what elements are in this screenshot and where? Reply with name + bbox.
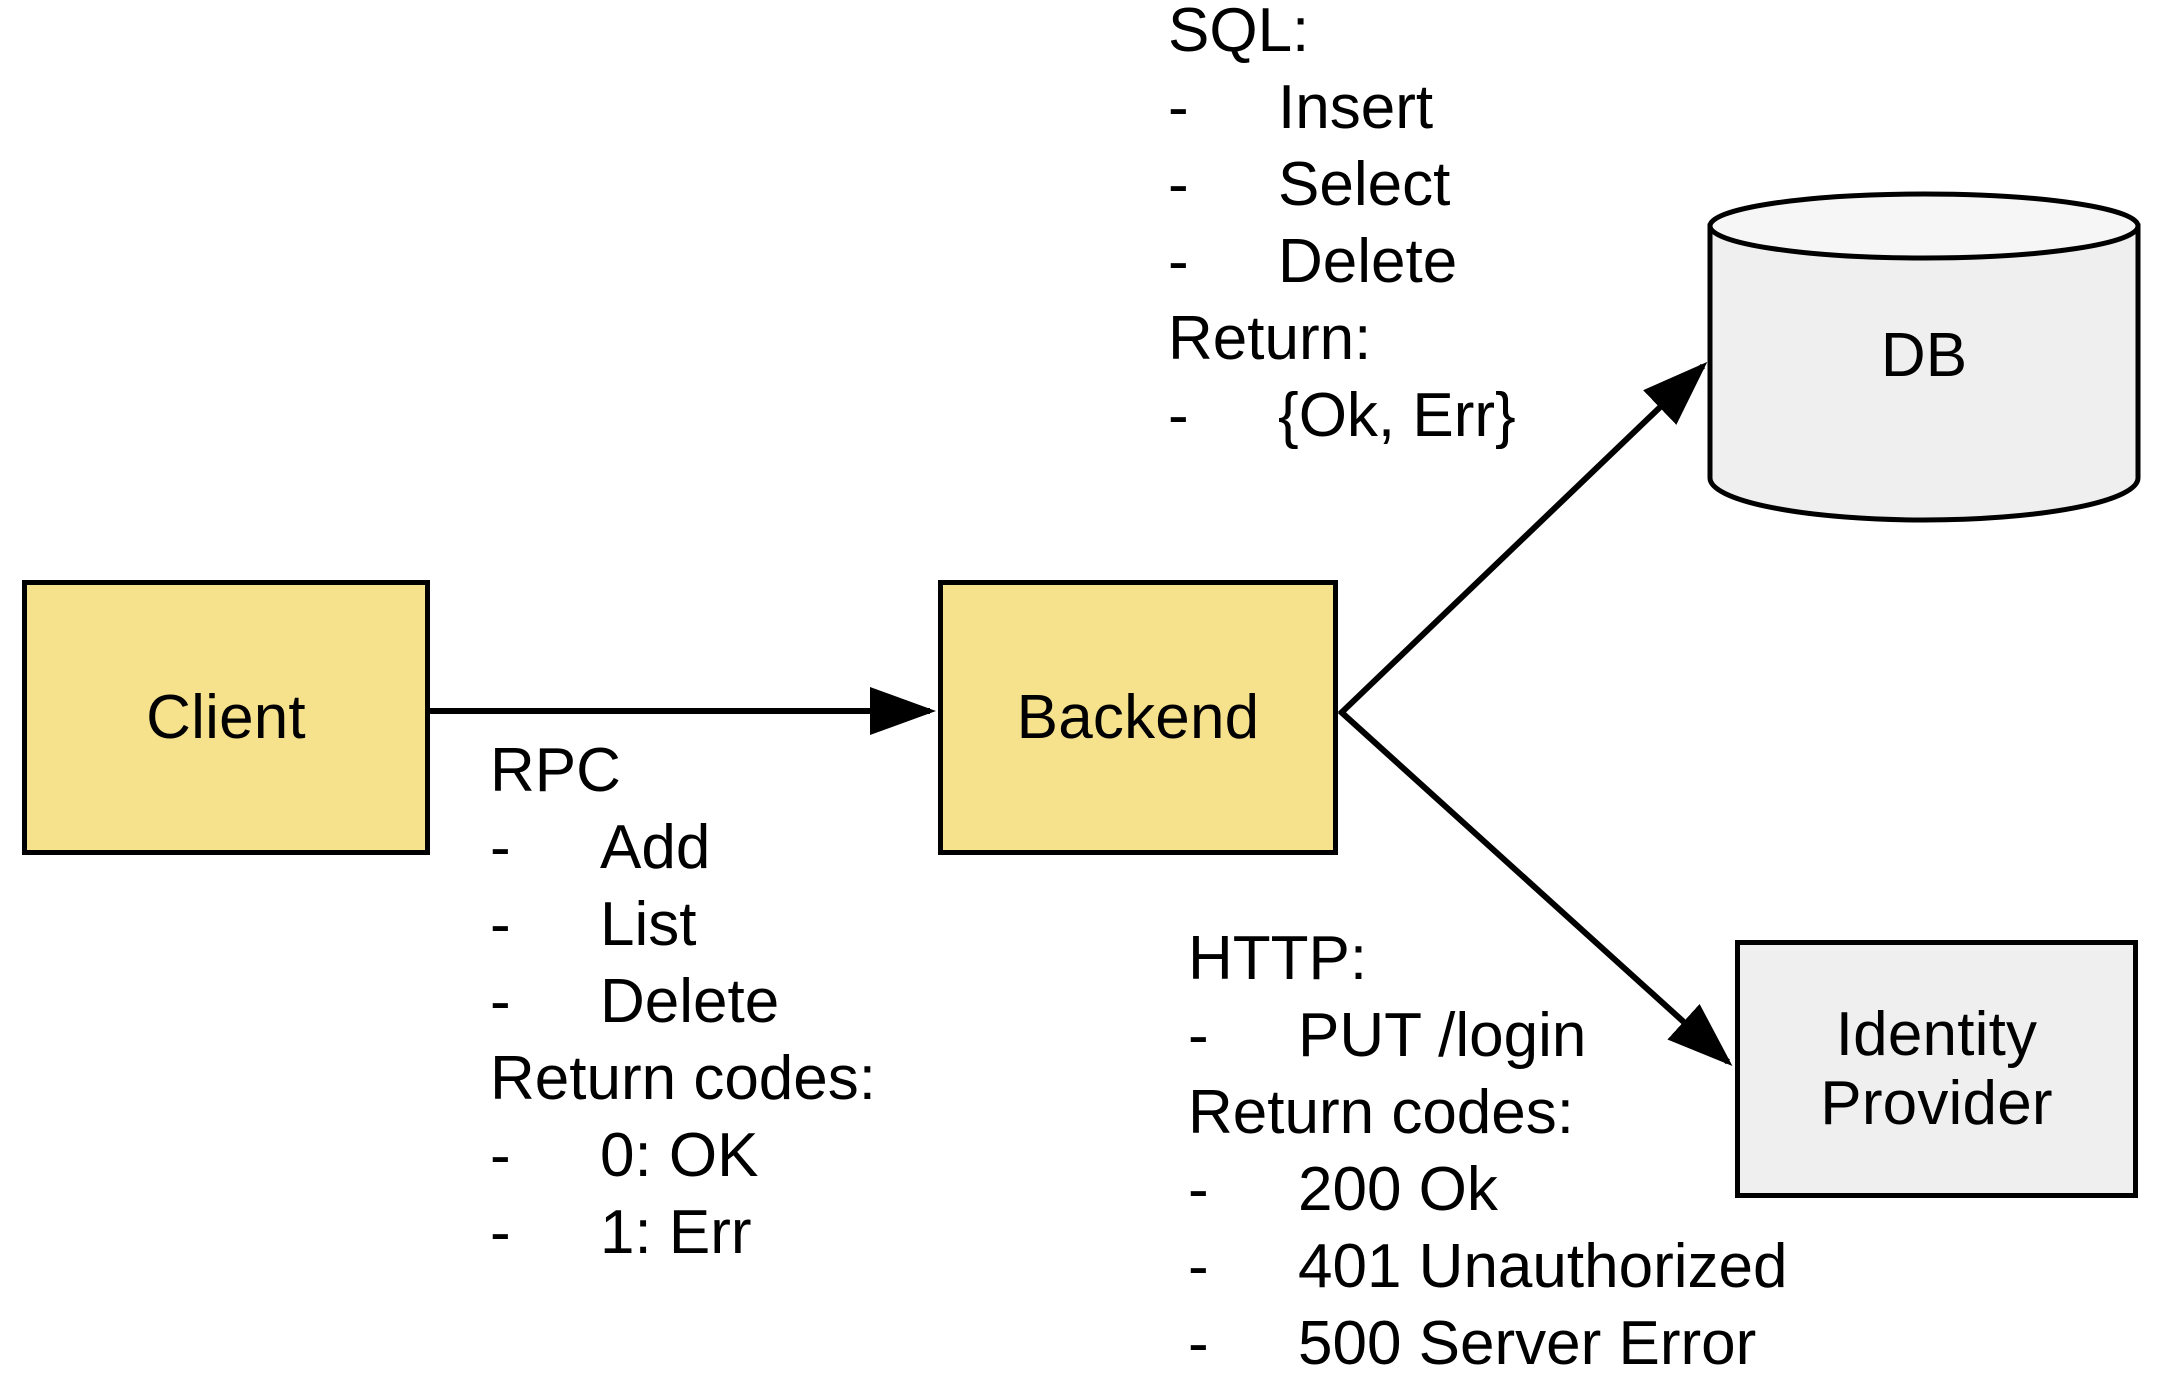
bullet-dash: - (490, 813, 511, 882)
rpc-item-1-text: List (600, 890, 697, 959)
rpc-item-0-text: Add (600, 813, 711, 882)
rpc-sub-item-0-text: 0: OK (600, 1121, 759, 1190)
bullet-dash: - (1168, 73, 1189, 142)
edge-backend-to-identity-provider (1337, 708, 1733, 1067)
bullet-dash: - (1188, 1232, 1209, 1301)
node-db-label: DB (1880, 320, 1968, 390)
bullet-dash: - (490, 967, 511, 1036)
sql-item-1-text: Select (1278, 150, 1451, 219)
http-heading: HTTP: (1188, 924, 1368, 993)
rpc-item-2-text: Delete (600, 967, 780, 1036)
node-backend-label: Backend (1016, 682, 1260, 752)
bullet-dash: - (490, 890, 511, 959)
node-identity-provider[interactable]: Identity Provider (1735, 940, 2138, 1198)
http-sub-item-0: - 200 Ok (1188, 1151, 1787, 1228)
http-sub-item-2: - 500 Server Error (1188, 1305, 1787, 1382)
http-sub-item-2-text: 500 Server Error (1298, 1309, 1757, 1378)
bullet-dash: - (1188, 1001, 1209, 1070)
http-item-0: - PUT /login (1188, 997, 1787, 1074)
node-client-label: Client (146, 682, 306, 752)
rpc-heading: RPC (490, 736, 621, 805)
sql-sub-heading: Return: (1168, 304, 1372, 373)
http-sub-item-1-text: 401 Unauthorized (1298, 1232, 1788, 1301)
sql-item-0: - Insert (1168, 69, 1516, 146)
annotation-http: HTTP: -PUT /login Return codes: -200 Ok … (1188, 920, 1787, 1382)
http-sub-heading: Return codes: (1188, 1078, 1574, 1147)
sql-item-0-text: Insert (1278, 73, 1434, 142)
http-item-0-text: PUT /login (1298, 1001, 1587, 1070)
annotation-rpc: RPC - Add - List - Delete Return codes: - 0:… (490, 732, 876, 1271)
bullet-dash: - (1168, 227, 1189, 296)
bullet-dash: - (1188, 1155, 1209, 1224)
rpc-item-1: - List (490, 886, 876, 963)
bullet-dash: - (1168, 150, 1189, 219)
http-sub-item-1: - 401 Unauthorized (1188, 1228, 1787, 1305)
bullet-dash: - (490, 1121, 511, 1190)
sql-sub-item-0: - {Ok, Err} (1168, 377, 1516, 454)
database-cylinder-icon (1707, 191, 2141, 523)
rpc-sub-item-1-text: 1: Err (600, 1198, 752, 1267)
edge-backend-to-db (1337, 361, 1708, 717)
node-client[interactable]: Client (22, 580, 430, 855)
node-db[interactable]: DB (1706, 190, 2142, 523)
http-sub-item-0-text: 200 Ok (1298, 1155, 1498, 1224)
rpc-sub-heading: Return codes: (490, 1044, 876, 1113)
rpc-sub-item-0: - 0: OK (490, 1117, 876, 1194)
sql-sub-item-0-text: {Ok, Err} (1278, 381, 1516, 450)
sql-item-2-text: Delete (1278, 227, 1458, 296)
bullet-dash: - (1168, 381, 1189, 450)
bullet-dash: - (490, 1198, 511, 1267)
sql-heading: SQL: (1168, 0, 1310, 65)
rpc-item-0: - Add (490, 809, 876, 886)
annotation-sql: SQL: - Insert - Select - Delete Return: - {O… (1168, 0, 1516, 454)
node-backend[interactable]: Backend (938, 580, 1338, 855)
rpc-sub-item-1: - 1: Err (490, 1194, 876, 1271)
node-identity-provider-label: Identity Provider (1820, 999, 2053, 1138)
rpc-item-2: - Delete (490, 963, 876, 1040)
bullet-dash: - (1188, 1309, 1209, 1378)
sql-item-2: - Delete (1168, 223, 1516, 300)
sql-item-1: - Select (1168, 146, 1516, 223)
